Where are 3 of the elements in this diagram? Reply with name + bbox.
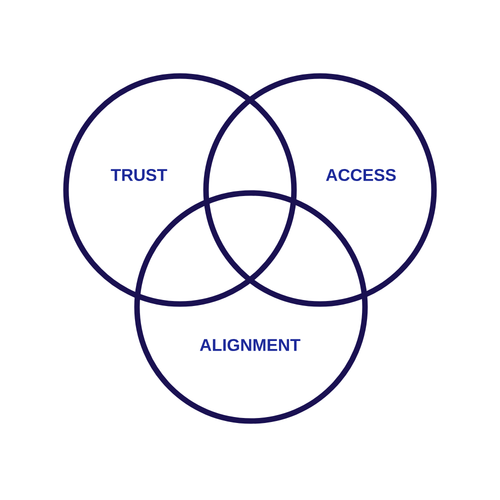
circle-label: ALIGNMENT	[200, 338, 300, 352]
circle-label: TRUST	[110, 168, 168, 182]
circle-label: ACCESS	[326, 168, 396, 182]
